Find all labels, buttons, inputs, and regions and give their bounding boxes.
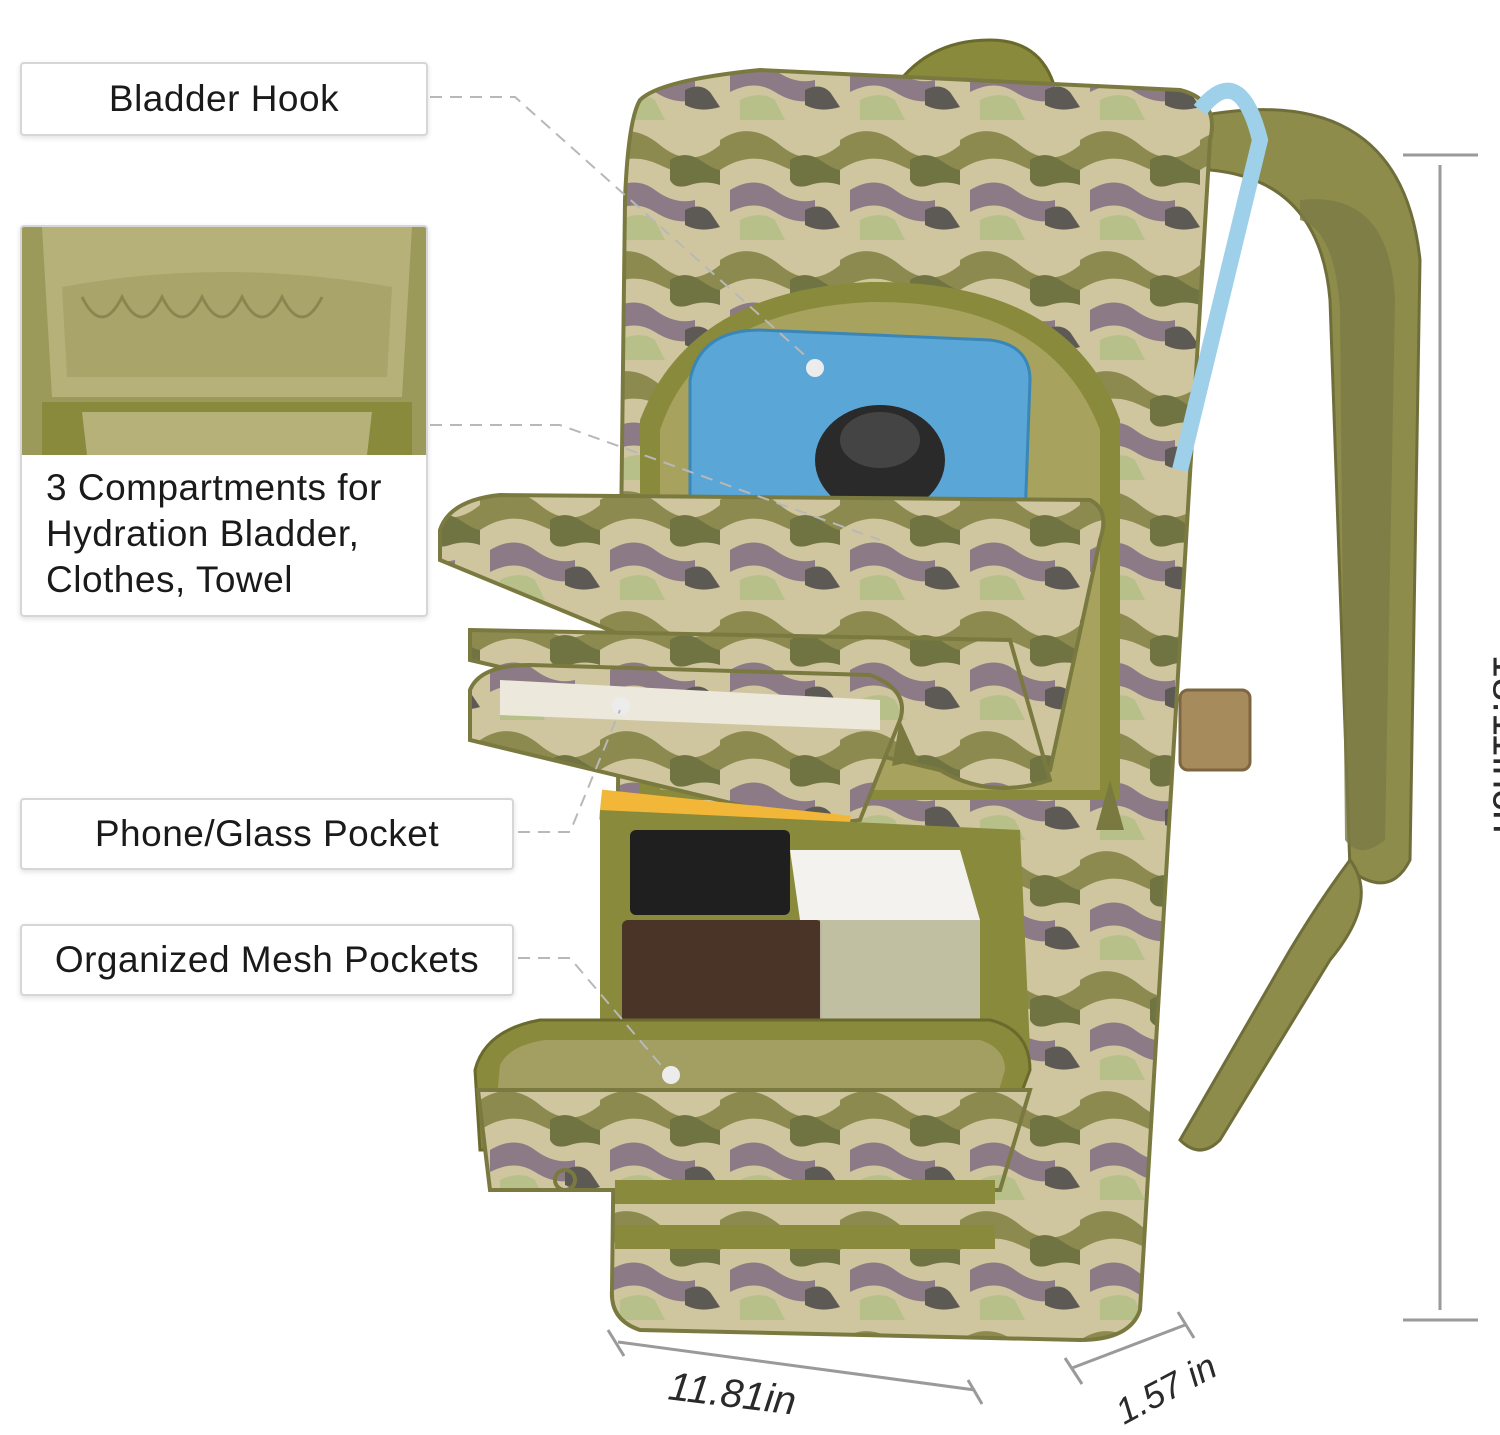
chest-buckle <box>1178 688 1252 772</box>
callout-compartments-label: 3 Compartments for Hydration Bladder, Cl… <box>46 467 382 600</box>
molle-webbing <box>615 1180 995 1204</box>
compartment-inset-photo <box>22 227 426 455</box>
mesh-pocket <box>820 920 980 1030</box>
wallet <box>622 920 822 1030</box>
callout-mesh-pockets: Organized Mesh Pockets <box>20 924 514 996</box>
callout-phone-pocket-label: Phone/Glass Pocket <box>94 813 440 854</box>
dimension-height-label: 18.11inch <box>1484 654 1500 834</box>
callout-phone-pocket: Phone/Glass Pocket <box>20 798 514 870</box>
callout-mesh-pockets-label: Organized Mesh Pockets <box>54 939 480 980</box>
dimension-lines <box>606 153 1478 1405</box>
callout-bladder-hook-label: Bladder Hook <box>108 78 340 119</box>
callout-bladder-hook: Bladder Hook <box>20 62 428 136</box>
callout-compartments: 3 Compartments for Hydration Bladder, Cl… <box>20 225 428 617</box>
mesh-marker <box>662 1066 680 1084</box>
leader-lines <box>430 96 881 1071</box>
hook-marker <box>806 359 824 377</box>
phone-marker <box>612 697 630 715</box>
power-bank <box>630 830 790 915</box>
